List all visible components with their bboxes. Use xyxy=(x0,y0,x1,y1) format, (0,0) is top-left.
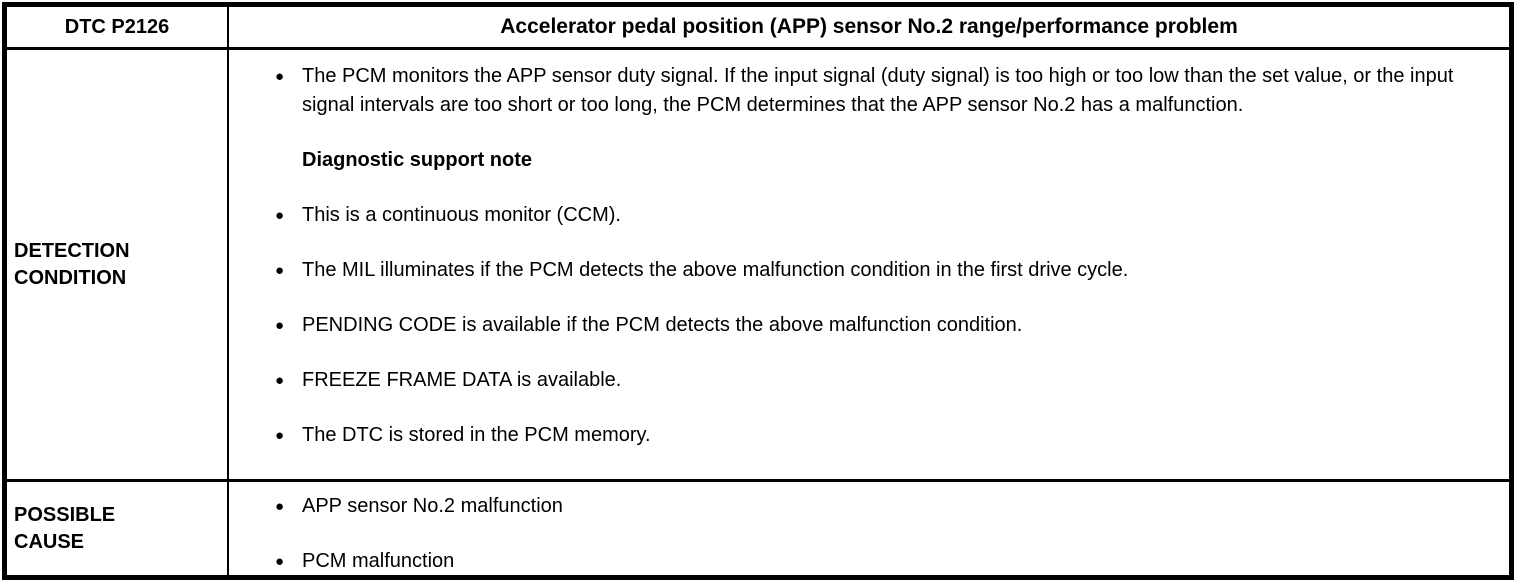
possible-cause-label: POSSIBLE CAUSE xyxy=(14,503,116,553)
list-item: ● The DTC is stored in the PCM memory. xyxy=(229,421,1485,450)
list-item-text: APP sensor No.2 malfunction xyxy=(302,495,563,517)
detection-condition-content: ● The PCM monitors the APP sensor duty s… xyxy=(229,50,1509,450)
list-item-text: This is a continuous monitor (CCM). xyxy=(302,204,621,226)
bullet-icon: ● xyxy=(275,372,285,389)
bullet-icon: ● xyxy=(275,207,285,224)
bullet-icon: ● xyxy=(275,262,285,279)
dtc-title: Accelerator pedal position (APP) sensor … xyxy=(500,15,1238,38)
list-item: ● PENDING CODE is available if the PCM d… xyxy=(229,311,1485,340)
list-item-text: The PCM monitors the APP sensor duty sig… xyxy=(302,65,1454,116)
list-item-text: The MIL illuminates if the PCM detects t… xyxy=(302,259,1129,281)
list-item: ● This is a continuous monitor (CCM). xyxy=(229,201,1485,230)
dtc-title-cell: Accelerator pedal position (APP) sensor … xyxy=(229,7,1509,47)
possible-cause-row: POSSIBLE CAUSE ● APP sensor No.2 malfunc… xyxy=(7,482,1509,575)
list-item: ● FREEZE FRAME DATA is available. xyxy=(229,366,1485,395)
list-item: ● The MIL illuminates if the PCM detects… xyxy=(229,256,1485,285)
bullet-icon: ● xyxy=(275,553,285,570)
detection-condition-row: DETECTION CONDITION ● The PCM monitors t… xyxy=(7,50,1509,482)
list-item: ● The PCM monitors the APP sensor duty s… xyxy=(229,62,1485,120)
bullet-icon: ● xyxy=(275,498,285,515)
dtc-code: DTC P2126 xyxy=(64,15,170,38)
list-item-text: The DTC is stored in the PCM memory. xyxy=(302,424,651,446)
possible-cause-label-cell: POSSIBLE CAUSE xyxy=(7,482,229,575)
list-item: ● APP sensor No.2 malfunction xyxy=(229,492,1485,521)
possible-cause-content: ● APP sensor No.2 malfunction ● PCM malf… xyxy=(229,482,1509,576)
subheading-text: Diagnostic support note xyxy=(302,149,532,171)
list-item-text: PENDING CODE is available if the PCM det… xyxy=(302,314,1023,336)
possible-cause-content-cell: ● APP sensor No.2 malfunction ● PCM malf… xyxy=(229,482,1509,575)
list-item-text: PCM malfunction xyxy=(302,550,455,572)
detection-condition-label-cell: DETECTION CONDITION xyxy=(7,50,229,479)
bullet-icon: ● xyxy=(275,427,285,444)
bullet-icon: ● xyxy=(275,68,285,85)
table-header-row: DTC P2126 Accelerator pedal position (AP… xyxy=(7,7,1509,50)
list-item-text: FREEZE FRAME DATA is available. xyxy=(302,369,622,391)
diagnostic-support-note-heading: Diagnostic support note xyxy=(229,146,1485,175)
detection-condition-content-cell: ● The PCM monitors the APP sensor duty s… xyxy=(229,50,1509,479)
list-item: ● PCM malfunction xyxy=(229,547,1485,576)
dtc-code-cell: DTC P2126 xyxy=(7,7,229,47)
detection-condition-label: DETECTION CONDITION xyxy=(14,239,130,289)
bullet-icon: ● xyxy=(275,317,285,334)
